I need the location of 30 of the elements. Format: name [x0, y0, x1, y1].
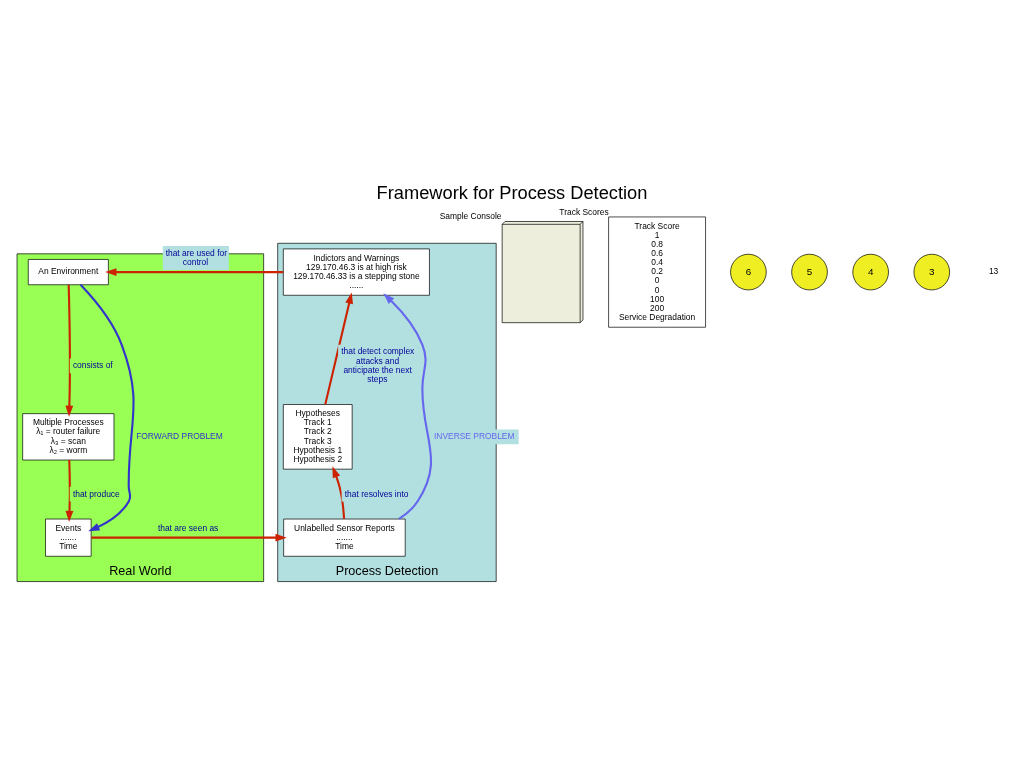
edge-label: that detect complex attacks and anticipate the next steps	[341, 345, 415, 384]
edge-label: that are used for control	[165, 247, 227, 267]
arrow	[65, 284, 74, 417]
node-box: Events ....... Time	[45, 518, 92, 557]
arrow	[332, 465, 346, 519]
label: 4	[867, 265, 874, 277]
label: 5	[806, 265, 813, 277]
edge-label: that are seen as	[157, 522, 219, 533]
node-label: Track Scores	[559, 206, 609, 217]
label: 13	[988, 265, 999, 276]
arrow	[91, 533, 287, 542]
arrow	[65, 459, 74, 522]
label: 3	[929, 265, 935, 277]
arrow	[383, 292, 432, 520]
diagram-title: Framework for Process Detection	[376, 181, 648, 203]
node-box: Hypotheses Track 1 Track 2 Track 3 Hypothesis 1 Hypothesis 2	[282, 403, 353, 469]
node-box: Multiple Processes λ₁ = router failure λ₃ = scan λ₂ = worm	[22, 412, 115, 460]
label: 6	[745, 265, 752, 277]
edge-label: consists of	[72, 359, 113, 370]
arrow	[105, 267, 284, 276]
edge-label: that produce	[72, 488, 120, 499]
node-label: Sample Console	[439, 210, 502, 221]
node-box: Indictors and Warnings 129.170.46.3 is at high risk 129.170.46.33 is a stepping stone ......	[282, 248, 430, 296]
edge-label: FORWARD PROBLEM	[136, 430, 223, 441]
node-box: Unlabelled Sensor Reports ....... Time	[283, 518, 406, 557]
arrow	[79, 283, 135, 531]
arrow	[324, 291, 353, 405]
node-box: An Environment	[27, 258, 109, 285]
edge-label: that resolves into	[344, 488, 409, 499]
node-box: Track Score 1 0.8 0.6 0.4 0.2 0 0 100 200 Service Degradation	[608, 216, 706, 328]
